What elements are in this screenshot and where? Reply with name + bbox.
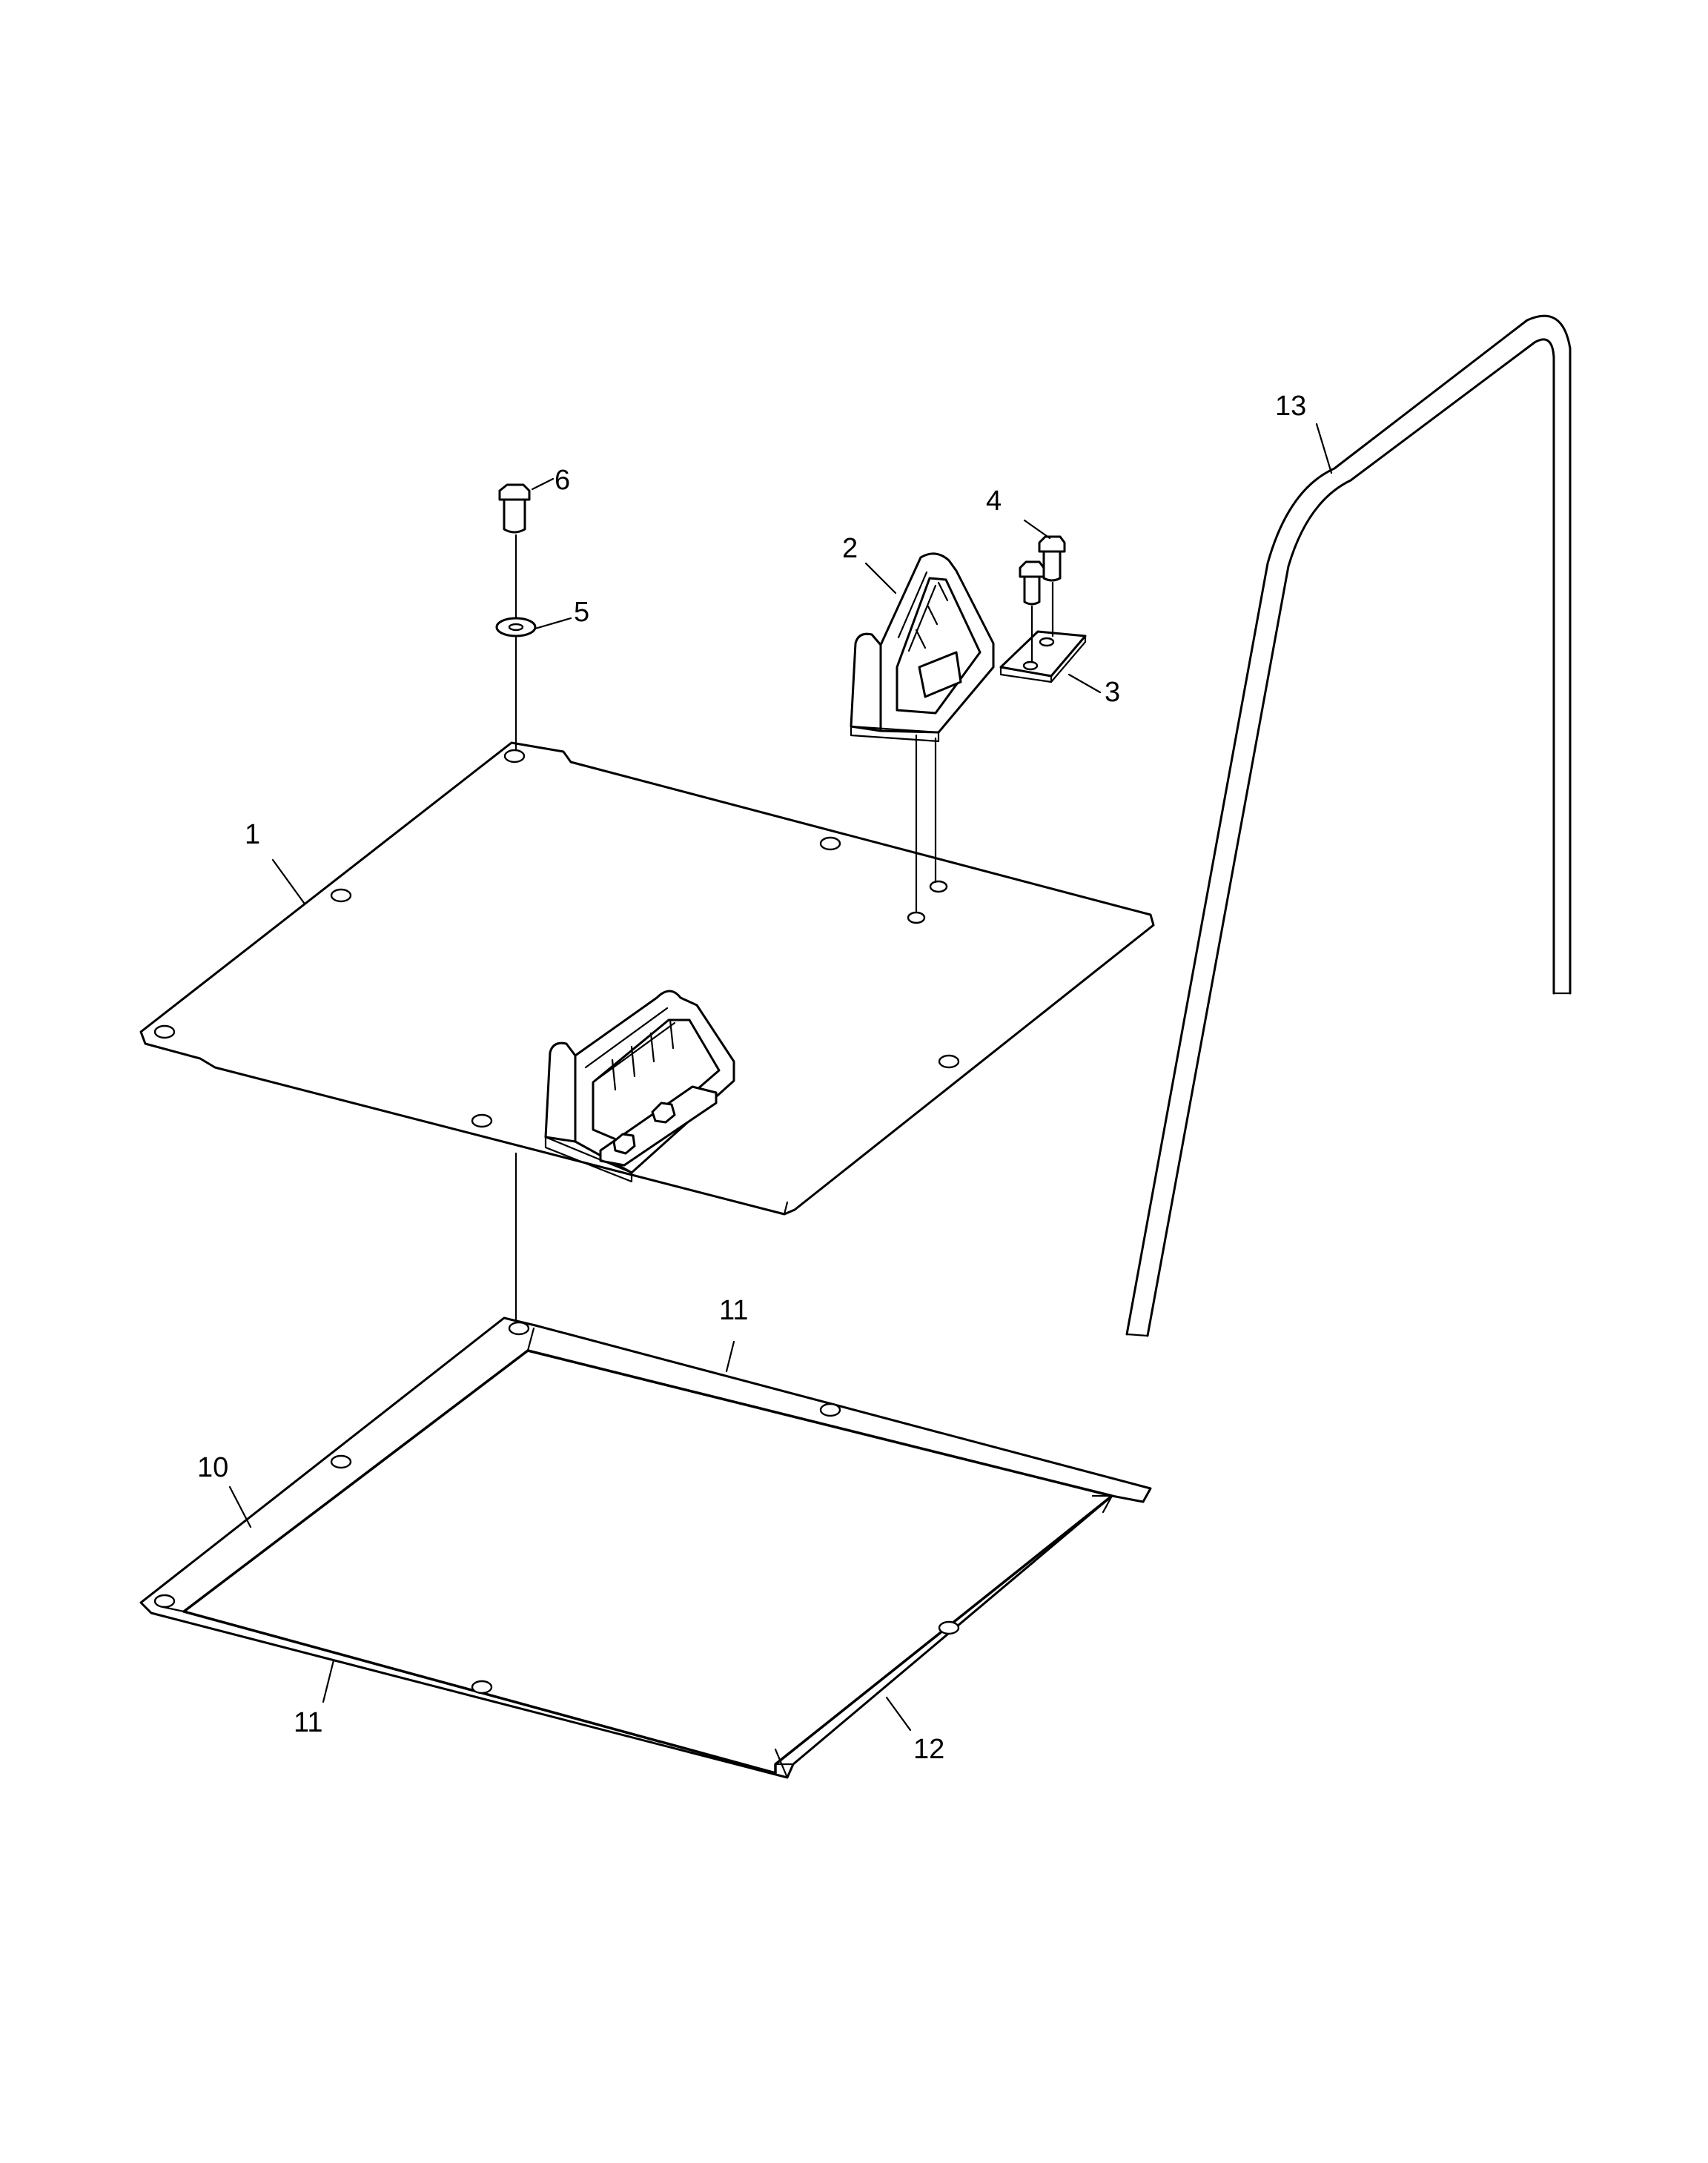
mounted-bracket — [544, 990, 735, 1183]
frame-parts-10-11-12 — [139, 1316, 1152, 1779]
washer-part-5 — [495, 617, 537, 637]
floor-plate-part-1 — [139, 741, 1155, 1216]
clamp-plate-part-3 — [999, 630, 1087, 683]
label-part-2: 2 — [842, 533, 858, 564]
plate-holes — [153, 749, 960, 1128]
label-part-1: 1 — [245, 819, 260, 850]
bolt-part-6 — [498, 483, 531, 534]
label-part-5: 5 — [574, 597, 589, 628]
label-part-6: 6 — [555, 465, 570, 496]
label-part-4: 4 — [986, 486, 1002, 517]
frame-holes — [153, 1321, 960, 1695]
label-part-13: 13 — [1275, 391, 1306, 422]
label-part-12: 12 — [913, 1734, 944, 1765]
bolt-part-4 — [1019, 535, 1066, 606]
label-part-10: 10 — [197, 1452, 228, 1483]
bracket-part-2 — [850, 552, 995, 743]
item-number-labels: 6 5 2 4 3 1 13 10 11 11 12 — [197, 391, 1306, 1765]
label-part-11-bottom: 11 — [294, 1707, 322, 1738]
assembly-line-bracket — [915, 581, 1054, 913]
label-part-3: 3 — [1105, 677, 1120, 708]
leader-lines — [228, 423, 1333, 1732]
bent-tube-part-13 — [1125, 314, 1572, 1337]
label-part-11-top: 11 — [719, 1295, 748, 1326]
